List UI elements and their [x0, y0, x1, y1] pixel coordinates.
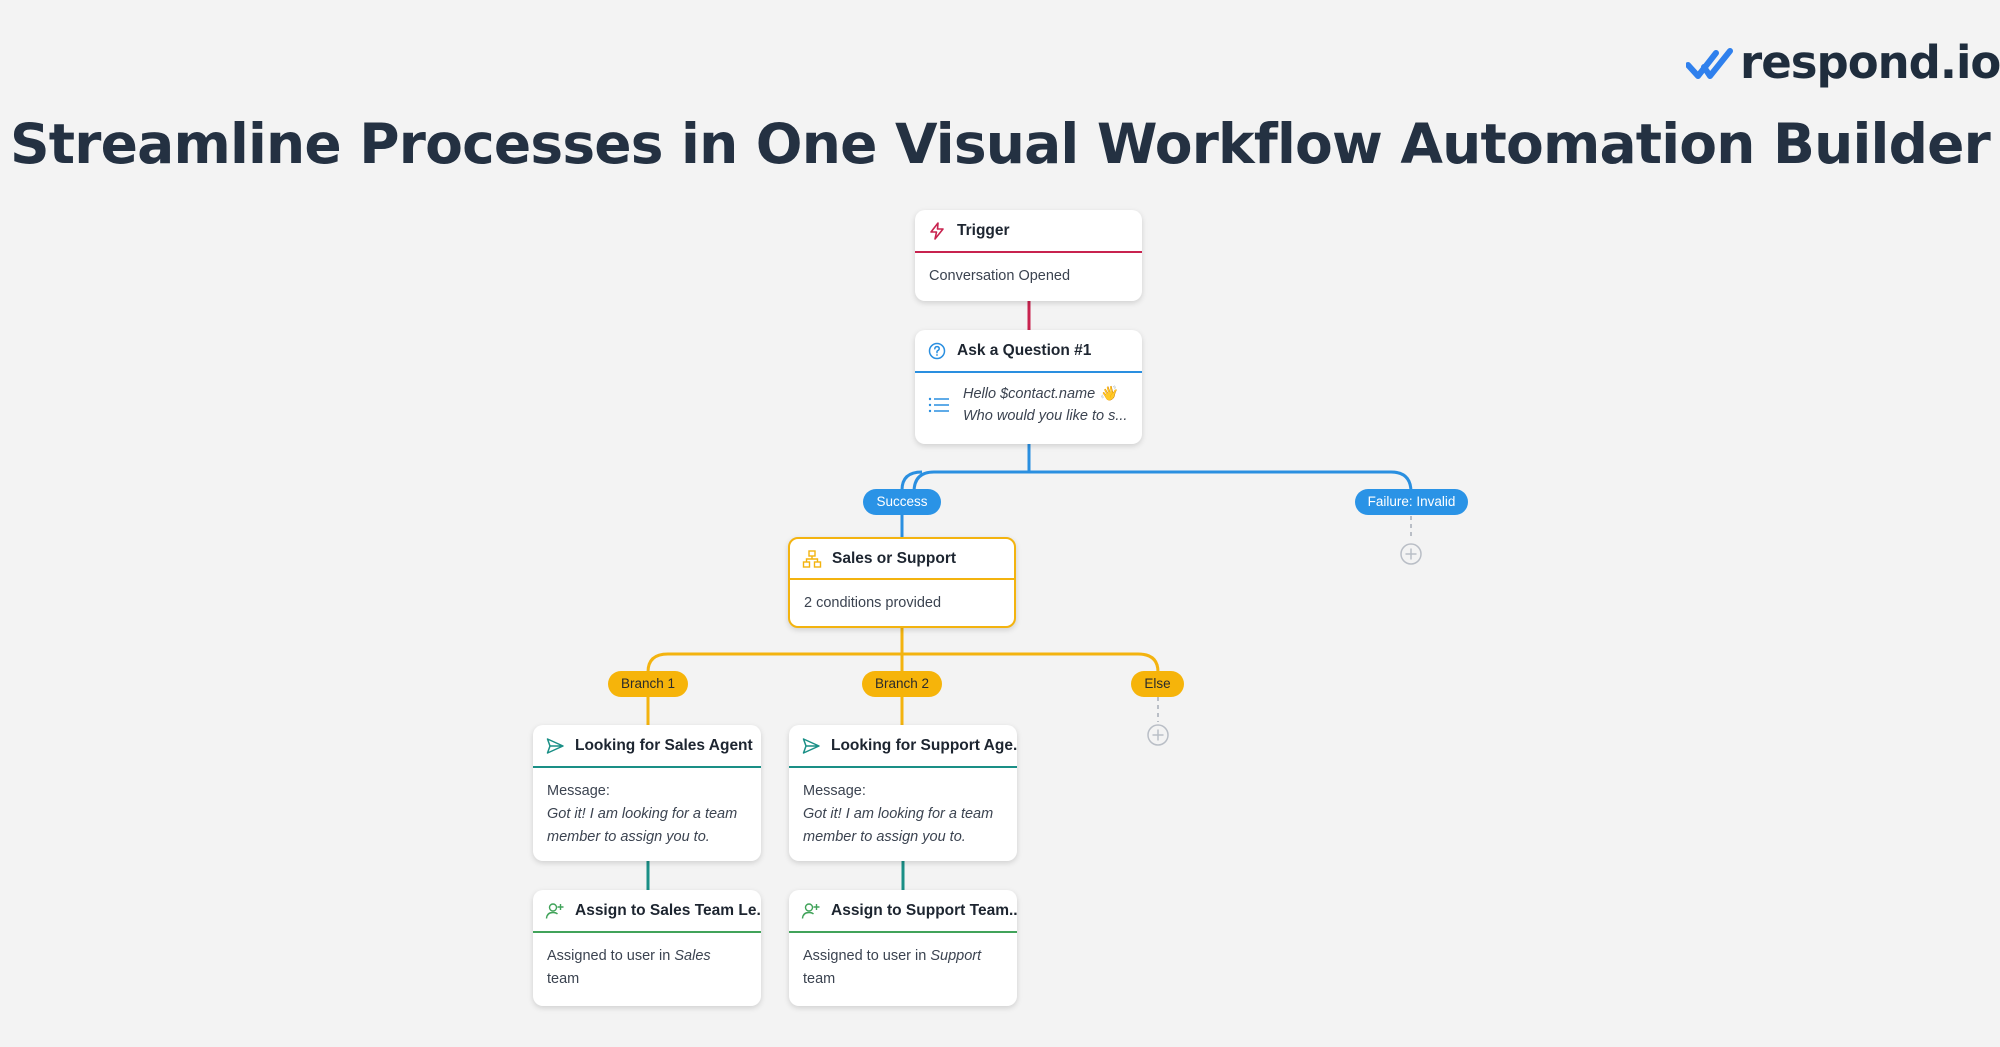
connector-success	[900, 470, 923, 491]
send-icon	[546, 737, 564, 754]
question-body: Hello $contact.name 👋 Who would you like…	[915, 373, 1142, 437]
sales-message-label: Message:	[547, 783, 610, 799]
failure-pill[interactable]: Failure: Invalid	[1355, 489, 1468, 515]
support-assign-suffix: team	[803, 971, 836, 987]
sales-assign-suffix: team	[547, 971, 580, 987]
trigger-title: Trigger	[957, 221, 1010, 239]
branch-1-pill[interactable]: Branch 1	[608, 671, 688, 697]
support-assign-body: Assigned to user in Support team	[789, 933, 1017, 1003]
sales-message-body: Message: Got it! I am looking for a team…	[533, 768, 761, 861]
hierarchy-icon	[802, 549, 822, 568]
support-assign-prefix: Assigned to user in	[803, 948, 931, 964]
user-plus-icon	[801, 902, 820, 919]
add-step-icon[interactable]	[1147, 724, 1169, 746]
user-plus-icon	[545, 902, 564, 919]
trigger-header: Trigger	[915, 210, 1142, 253]
branch-title: Sales or Support	[832, 549, 957, 567]
question-circle-icon	[928, 342, 946, 359]
else-pill[interactable]: Else	[1131, 671, 1184, 697]
branch-body: 2 conditions provided	[804, 595, 942, 611]
sales-assign-prefix: Assigned to user in	[547, 948, 675, 964]
question-header: Ask a Question #1	[915, 330, 1142, 373]
sales-message-title: Looking for Sales Agent	[575, 736, 753, 754]
brand-name: respond.io	[1740, 36, 2000, 89]
question-node[interactable]: Ask a Question #1 Hello $contact.name 👋 …	[915, 330, 1142, 444]
respond-io-logo: respond.io	[1686, 36, 2000, 89]
sales-assign-node[interactable]: Assign to Sales Team Le... Assigned to u…	[533, 890, 761, 1006]
connector-question-split	[912, 444, 1413, 493]
support-message-header: Looking for Support Age...	[789, 725, 1017, 768]
support-assign-title: Assign to Support Team...	[831, 901, 1017, 919]
sales-assign-title: Assign to Sales Team Le...	[575, 901, 761, 919]
question-line-1: Hello $contact.name 👋	[963, 386, 1118, 402]
sales-message-header: Looking for Sales Agent	[533, 725, 761, 768]
list-icon	[928, 397, 949, 413]
branch-2-pill[interactable]: Branch 2	[862, 671, 942, 697]
support-message-body: Message: Got it! I am looking for a team…	[789, 768, 1017, 861]
support-message-label: Message:	[803, 783, 866, 799]
support-message-title: Looking for Support Age...	[831, 736, 1017, 754]
lightning-icon	[930, 221, 944, 240]
sales-assign-team: Sales	[674, 948, 711, 964]
add-step-icon[interactable]	[1400, 543, 1422, 565]
question-line-2: Who would you like to s...	[963, 408, 1128, 424]
branch-node[interactable]: Sales or Support 2 conditions provided	[788, 537, 1016, 628]
support-assign-node[interactable]: Assign to Support Team... Assigned to us…	[789, 890, 1017, 1006]
trigger-node[interactable]: Trigger Conversation Opened	[915, 210, 1142, 301]
double-check-icon	[1686, 47, 1733, 79]
trigger-body: Conversation Opened	[929, 268, 1071, 284]
sales-message-node[interactable]: Looking for Sales Agent Message: Got it!…	[533, 725, 761, 861]
sales-message-text: Got it! I am looking for a team member t…	[547, 806, 738, 845]
sales-assign-header: Assign to Sales Team Le...	[533, 890, 761, 933]
branch-header: Sales or Support	[790, 539, 1014, 580]
question-title: Ask a Question #1	[957, 341, 1092, 359]
sales-assign-body: Assigned to user in Sales team	[533, 933, 761, 1003]
success-pill[interactable]: Success	[863, 489, 941, 515]
support-assign-header: Assign to Support Team...	[789, 890, 1017, 933]
support-message-node[interactable]: Looking for Support Age... Message: Got …	[789, 725, 1017, 861]
send-icon	[802, 737, 820, 754]
support-message-text: Got it! I am looking for a team member t…	[803, 806, 994, 845]
support-assign-team: Support	[930, 948, 982, 964]
page-title: Streamline Processes in One Visual Workf…	[10, 112, 1991, 176]
